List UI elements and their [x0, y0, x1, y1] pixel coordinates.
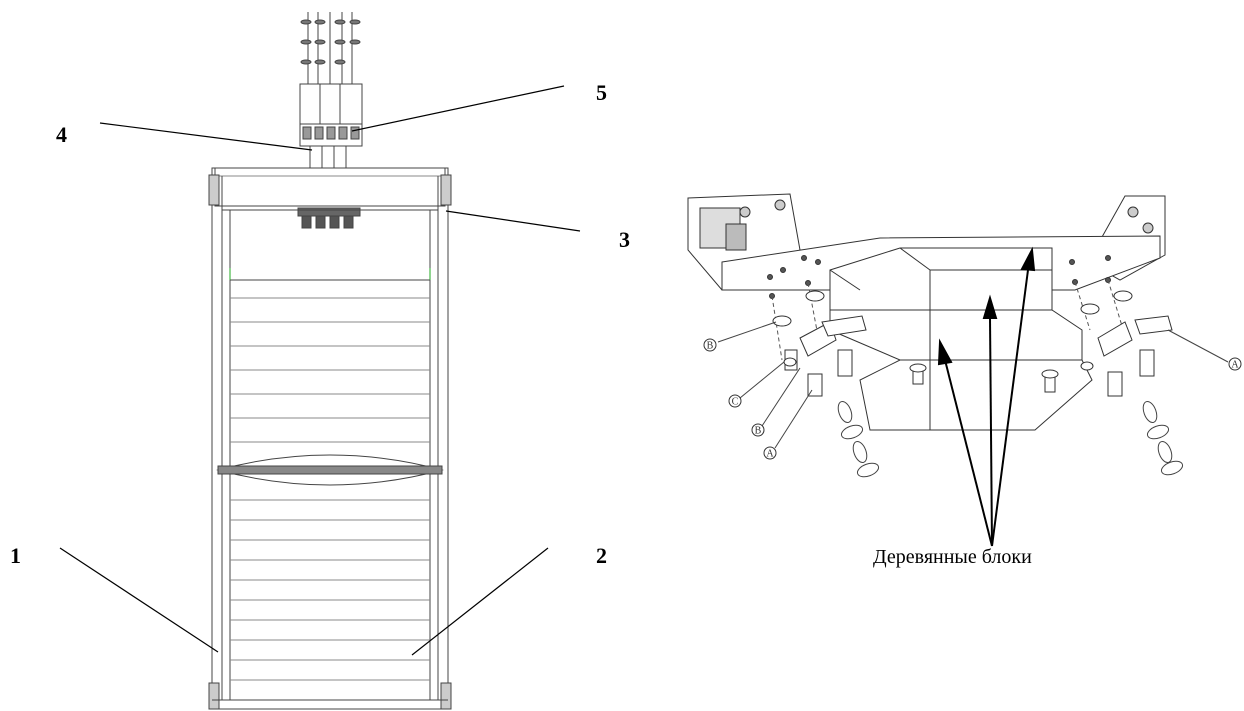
right-lifting-bracket — [1080, 290, 1173, 397]
busbar-lugs — [297, 207, 361, 229]
upper-modules — [230, 297, 430, 443]
callout-leaders — [59, 85, 581, 656]
part-marker-a-left: A — [763, 446, 777, 460]
left-lifting-bracket — [772, 290, 867, 397]
part-letter-a-right: A — [1231, 360, 1239, 371]
connector-row — [299, 123, 363, 168]
wooden-block-arrows — [937, 246, 1036, 547]
part-leaders — [717, 321, 1229, 449]
part-markers: B C B A A — [703, 338, 1242, 460]
wooden-blocks — [829, 247, 1093, 431]
leader-4 — [99, 122, 313, 151]
cabinet-drawing — [208, 12, 452, 710]
leader-2 — [411, 547, 549, 656]
leader-1 — [59, 547, 219, 653]
part-marker-b-lower: B — [751, 423, 765, 437]
wooden-blocks-caption: Деревянные блоки — [873, 546, 1032, 568]
callout-4: 4 — [56, 122, 67, 147]
leader-5 — [351, 85, 565, 132]
part-letter-a-left: A — [766, 449, 774, 460]
leader-3 — [445, 210, 581, 232]
part-letter-c: C — [732, 397, 739, 408]
cables — [300, 12, 361, 84]
callout-2: 2 — [596, 543, 607, 568]
cable-gland-box — [299, 83, 363, 125]
mounting-holes — [767, 255, 1111, 299]
cabinet-roof — [214, 167, 446, 207]
lower-modules — [230, 499, 430, 681]
left-chain — [837, 400, 880, 478]
mounting-detail-drawing — [687, 193, 1229, 478]
cabinet-frame — [211, 167, 449, 710]
part-marker-a-right: A — [1228, 357, 1242, 371]
callout-1: 1 — [10, 543, 21, 568]
part-letter-b-lower: B — [755, 426, 762, 437]
part-marker-b-upper: B — [703, 338, 717, 352]
callout-5: 5 — [596, 80, 607, 105]
right-chain — [1142, 400, 1184, 476]
callout-3: 3 — [619, 227, 630, 252]
part-letter-b-upper: B — [707, 341, 714, 352]
part-marker-c: C — [728, 394, 742, 408]
